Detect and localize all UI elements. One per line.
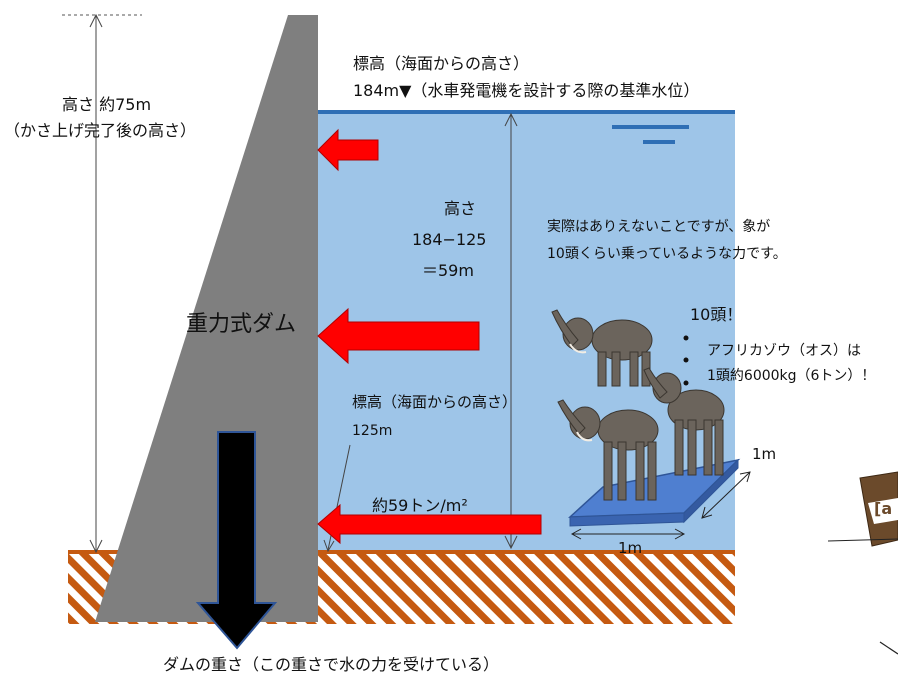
pressure-arrow-small [317, 128, 379, 172]
dam-weight-arrow [195, 431, 278, 650]
water-height-line3: ＝59m [422, 261, 474, 280]
dam-height-arrow-top [89, 13, 103, 28]
water-surface-title: 標高（海面からの高さ） [353, 54, 530, 73]
bullet-dot-3 [683, 380, 689, 386]
elephant-count: 10頭！ [690, 305, 743, 324]
water-height-line1: 高さ [444, 199, 477, 218]
unit-area-plate-side [683, 458, 739, 524]
water-surface-level: 184m▼（水車発電機を設計する際の基準水位） [353, 81, 700, 100]
dam-height-arrow-bottom [89, 539, 103, 554]
dam-height-label: 高さ 約75m [62, 95, 152, 114]
cropped-sign-text: [a [874, 499, 893, 518]
plate-width-arrow-left [570, 528, 582, 540]
bottom-level-title: 標高（海面からの高さ） [352, 393, 518, 411]
note-line2: 10頭くらい乗っているような力です。 [547, 246, 787, 262]
water-height-arrow-bottom [504, 535, 518, 550]
dam-height-note: （かさ上げ完了後の高さ） [4, 121, 197, 140]
note-line1: 実際はありえないことですが、象が [547, 219, 771, 235]
dam-body [95, 15, 318, 622]
cropped-sign [827, 471, 898, 655]
water-height-arrow-top [504, 112, 518, 127]
dam-weight-label: ダムの重さ（この重さで水の力を受けている） [163, 655, 500, 674]
bottom-level-value: 125m [352, 423, 393, 439]
plate-depth-dimension-line [701, 471, 751, 519]
bullet-dot-2 [683, 357, 689, 363]
elephant-top [551, 309, 653, 387]
pressure-arrow-medium [317, 307, 480, 365]
elephant-bullet-1: アフリカゾウ（オス）は [707, 343, 861, 359]
pressure-label: 約59トン/m² [372, 496, 468, 515]
water-height-line2: 184−125 [412, 230, 487, 249]
plate-depth-arrow-top [739, 471, 751, 483]
bottom-level-leader-arrow [323, 539, 335, 553]
elephant-bullet-2: 1頭約6000kg（6トン）！ [707, 368, 876, 384]
plate-width-arrow-right [674, 528, 686, 540]
elephant-bottom-right [643, 367, 725, 476]
plate-width-label: 1m [618, 539, 643, 557]
plate-depth-arrow-bottom [701, 506, 713, 519]
dam-type-label: 重力式ダム [186, 312, 297, 337]
plate-depth-label: 1m [752, 445, 777, 463]
bullet-dot-1 [683, 335, 689, 341]
pressure-arrow-large [317, 503, 542, 545]
elephant-bottom-left [557, 399, 659, 501]
